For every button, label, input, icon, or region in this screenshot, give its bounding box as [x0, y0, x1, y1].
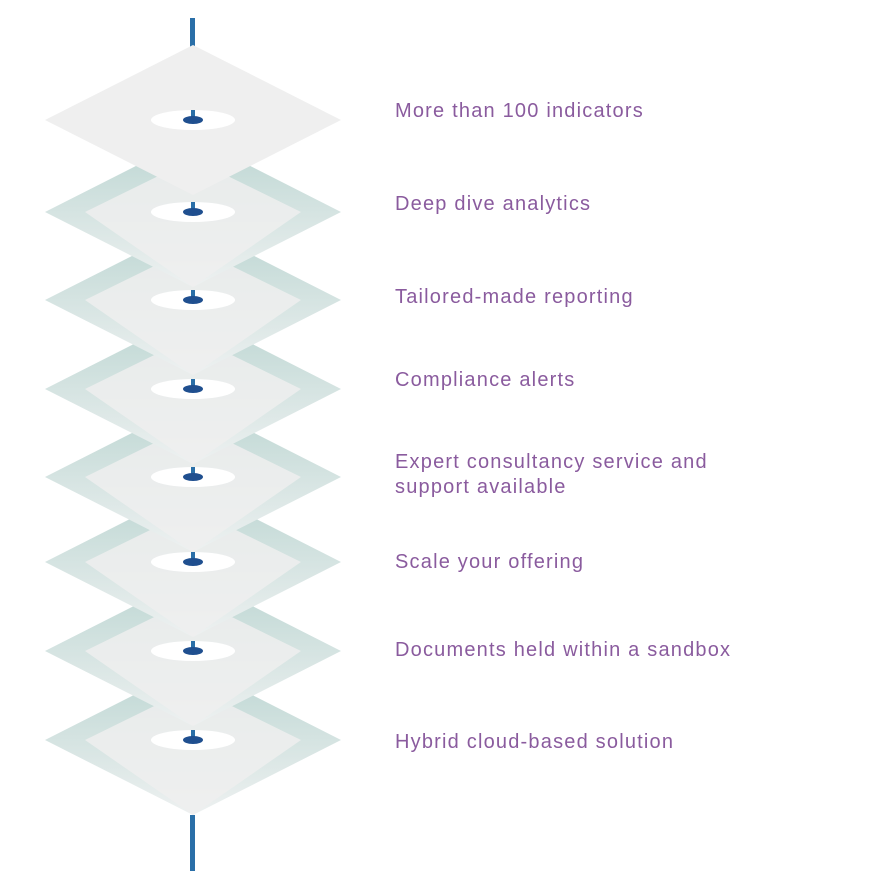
- pole-segment: [191, 379, 195, 389]
- layer-7: [45, 576, 341, 726]
- pole-segment: [191, 467, 195, 477]
- pin-dot: [183, 296, 203, 304]
- layer-surface: [85, 509, 301, 637]
- layer-3: [45, 225, 341, 375]
- pin-dot: [183, 473, 203, 481]
- pin-dot: [183, 385, 203, 393]
- feature-scale: Scale your offering: [395, 551, 585, 573]
- pin-dot: [183, 558, 203, 566]
- pole-segment: [191, 730, 195, 740]
- layer-8: [45, 665, 341, 815]
- pole-segment: [191, 552, 195, 562]
- pole-bottom: [190, 815, 195, 871]
- pole-segment: [191, 641, 195, 651]
- layer-stack-diagram: [45, 18, 341, 871]
- layer-surface: [85, 424, 301, 552]
- layer-2: [45, 137, 341, 287]
- layer-6: [45, 487, 341, 637]
- feature-hybrid-cloud: Hybrid cloud-based solution: [395, 731, 675, 753]
- layer-surface: [85, 687, 301, 815]
- pole-segment: [191, 290, 195, 300]
- pin-dot: [183, 116, 203, 124]
- feature-analytics: Deep dive analytics: [395, 193, 592, 215]
- layer-1: [45, 45, 341, 195]
- layer-surface: [85, 598, 301, 726]
- pin-dot: [183, 736, 203, 744]
- pole-segment: [191, 202, 195, 212]
- feature-compliance-alerts: Compliance alerts: [395, 369, 576, 391]
- pin-dot: [183, 208, 203, 216]
- feature-indicators: More than 100 indicators: [395, 100, 644, 122]
- pin-dot: [183, 647, 203, 655]
- pole-segment: [191, 110, 195, 120]
- layer-surface: [85, 159, 301, 287]
- feature-consultancy: Expert consultancy service and support a…: [395, 451, 708, 498]
- layer-surface: [85, 336, 301, 464]
- layer-surface: [85, 247, 301, 375]
- feature-reporting: Tailored-made reporting: [395, 286, 634, 308]
- layer-5: [45, 402, 341, 552]
- feature-sandbox: Documents held within a sandbox: [395, 639, 732, 661]
- layer-4: [45, 314, 341, 464]
